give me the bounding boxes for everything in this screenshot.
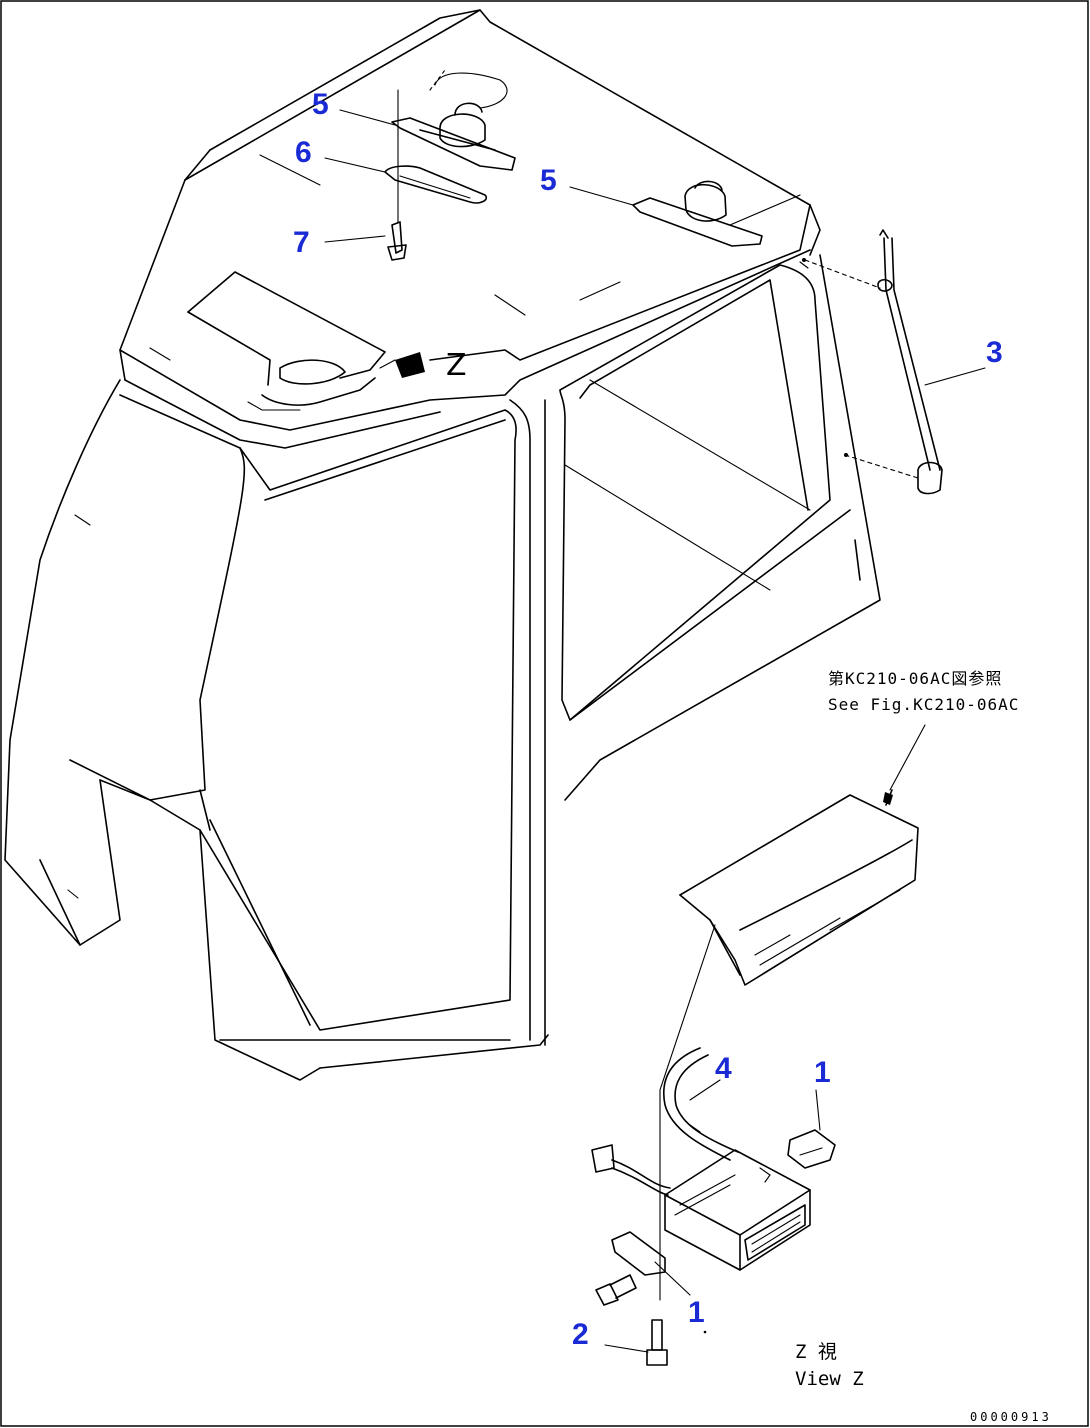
callout-3: 3 [986, 336, 1003, 369]
speaker-right [632, 180, 801, 247]
radio-unit [591, 924, 836, 1366]
view-label-jp: Z 視 [795, 1341, 837, 1363]
console-box [679, 724, 926, 986]
view-arrow-label: Z [446, 348, 467, 383]
leader-lines [324, 109, 986, 386]
speaker-left [384, 69, 516, 261]
callout-4: 4 [715, 1052, 732, 1085]
callout-7: 7 [293, 226, 310, 259]
drawing-code: 00000913 [970, 1410, 1052, 1424]
cab-body [4, 9, 881, 1081]
reference-note-en: See Fig.KC210-06AC [828, 695, 1019, 714]
callout-6: 6 [295, 136, 312, 169]
antenna [802, 229, 943, 495]
callout-5-right: 5 [540, 164, 557, 197]
reference-note-jp: 第KC210-06AC図参照 [828, 669, 1002, 688]
callout-1-right: 1 [814, 1056, 831, 1089]
callout-1-left: 1 [688, 1296, 705, 1329]
callout-2: 2 [572, 1318, 589, 1351]
callout-5-left: 5 [312, 88, 329, 121]
view-label-en: View Z [795, 1368, 864, 1390]
